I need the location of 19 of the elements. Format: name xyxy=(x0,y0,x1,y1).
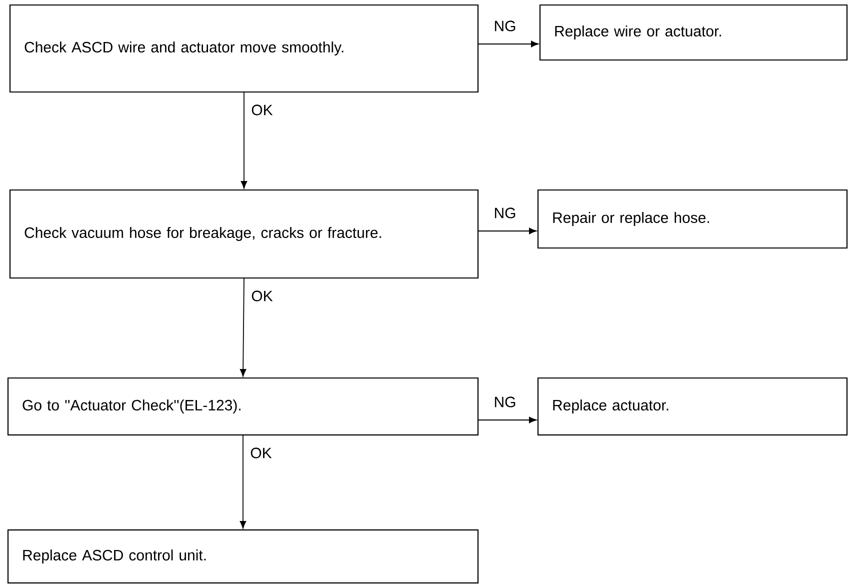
arrow xyxy=(478,416,537,424)
step-box: Go to ''Actuator Check''(EL-123). xyxy=(7,377,479,436)
step-box: Replace actuator. xyxy=(537,377,848,436)
step-box: Replace ASCD control unit. xyxy=(7,529,479,584)
edge-label: NG xyxy=(492,396,518,408)
arrow xyxy=(478,228,537,234)
arrow xyxy=(240,92,248,189)
arrow xyxy=(478,40,539,48)
step-box: Repair or replace hose. xyxy=(537,189,848,249)
edge-label: OK xyxy=(250,104,274,116)
step-box: Check vacuum hose for breakage, cracks or fracture. xyxy=(9,189,479,279)
arrow xyxy=(240,278,246,377)
edge-label: OK xyxy=(250,290,274,302)
arrow xyxy=(240,434,246,529)
step-box: Replace wire or actuator. xyxy=(539,4,848,61)
step-box: Check ASCD wire and actuator move smoothly. xyxy=(9,4,479,93)
edge-label: NG xyxy=(492,206,518,220)
edge-label: OK xyxy=(249,446,273,460)
edge-label: NG xyxy=(492,20,518,32)
